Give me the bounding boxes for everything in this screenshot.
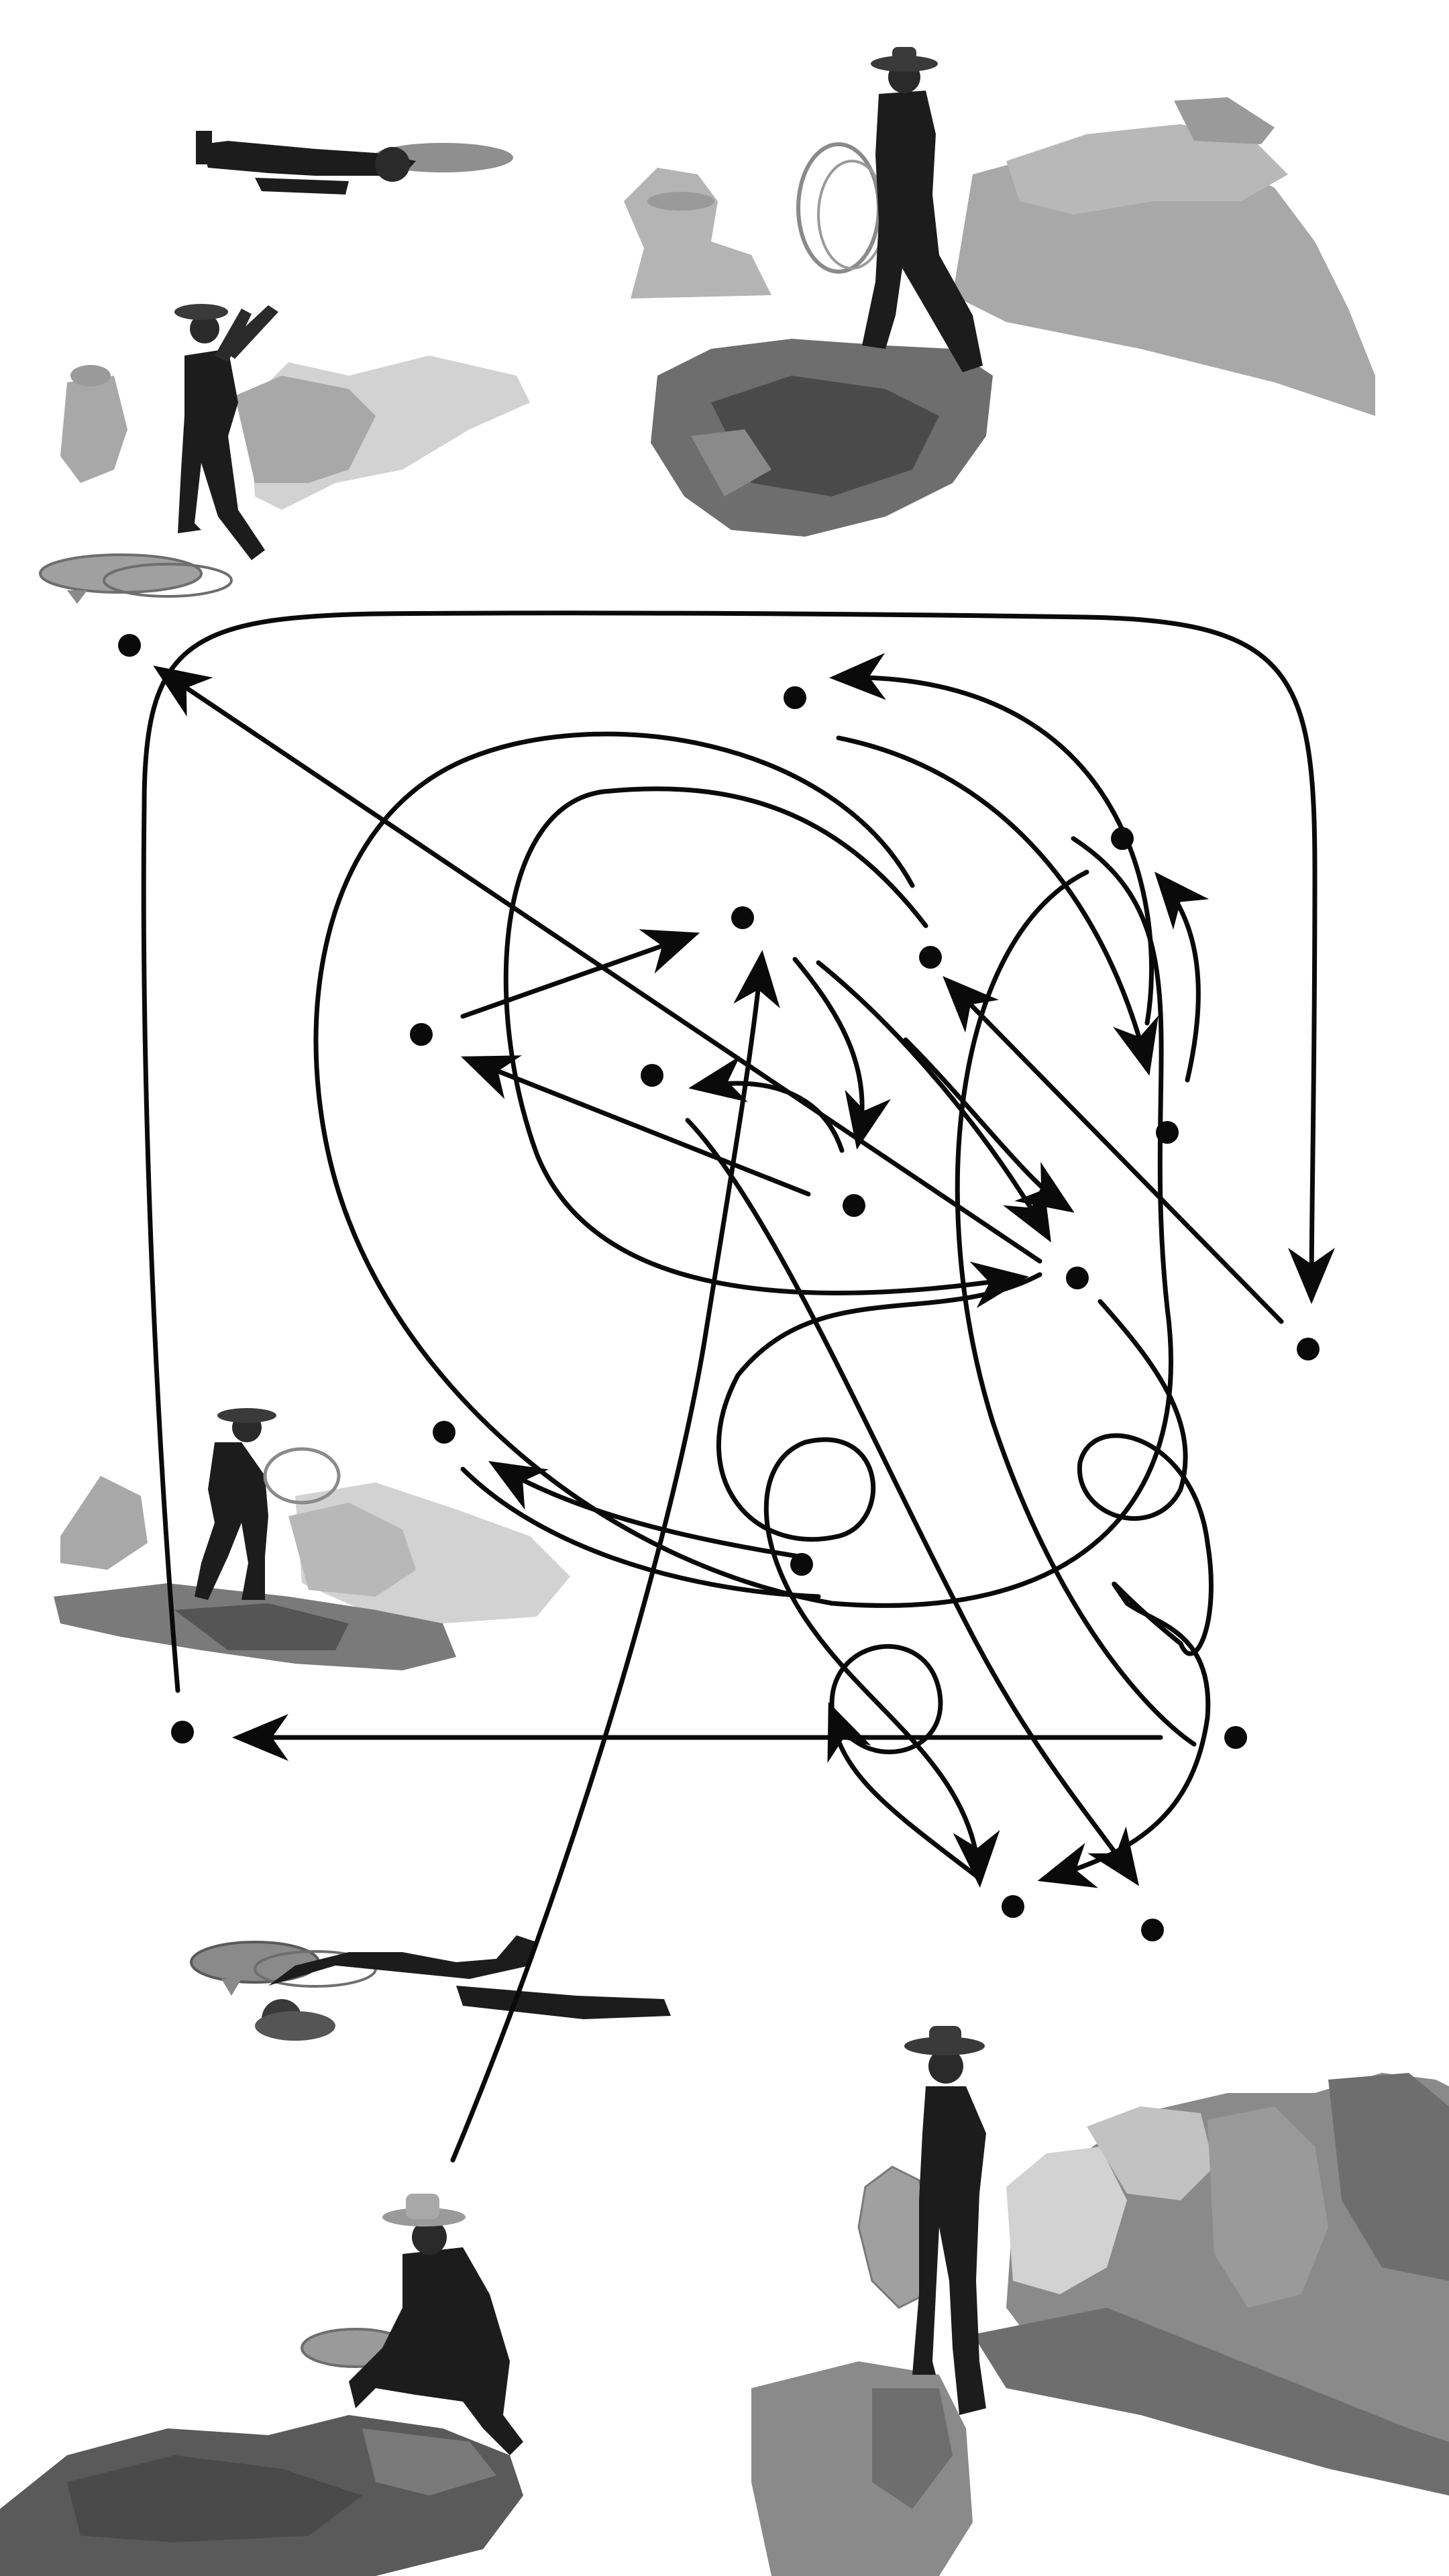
node (731, 906, 754, 929)
path-right-diag-up (943, 976, 1284, 1324)
path-top-arc-2 (836, 735, 1159, 1076)
node (1141, 1919, 1164, 1941)
node (171, 1721, 194, 1743)
nodes (118, 634, 1320, 1941)
path-center-to-bottom-right (685, 1118, 1140, 1886)
node (843, 1194, 865, 1217)
path-center-down-2 (816, 960, 1051, 1243)
node (433, 1421, 455, 1444)
node (1111, 827, 1134, 850)
node (641, 1064, 663, 1087)
node (118, 634, 141, 657)
diving-figure-icon (190, 1935, 671, 2041)
crouching-figure-icon (0, 2194, 523, 2576)
path-lower-loop-mid (827, 1644, 982, 1881)
lying-figure-icon (196, 131, 513, 195)
path-frame-loop (141, 610, 1336, 1693)
node (1297, 1338, 1320, 1360)
overhead-throw-figure-icon (39, 304, 530, 604)
path-center-loop (688, 1055, 845, 1153)
path-center-down-3 (903, 1037, 1075, 1213)
standing-lasso-figure-icon (624, 47, 1375, 537)
path-top-arc (829, 653, 1154, 1026)
path-lower-left-extra (460, 1466, 821, 1599)
path-lower-loop-right-1 (1077, 1299, 1214, 1656)
path-to-lower-left-node (488, 1460, 801, 1559)
path-spiral-inner (503, 786, 1029, 1308)
node (1066, 1267, 1089, 1289)
node (919, 946, 942, 969)
path-bottom-to-center (450, 950, 780, 2163)
node (784, 686, 806, 709)
node (1002, 1895, 1024, 1918)
path-short-up-right (1154, 871, 1210, 1083)
walking-lasso-figure-icon (54, 1408, 570, 1670)
node (790, 1553, 813, 1576)
path-lower-loop-left (716, 1272, 1042, 1888)
path-lower-loop-right-2 (1037, 1581, 1211, 1888)
node (410, 1023, 433, 1046)
node (1156, 1121, 1179, 1144)
node (1224, 1726, 1247, 1749)
path-spiral-outer (955, 869, 1197, 1747)
path-center-down-1 (792, 957, 892, 1150)
standing-rope-figure-icon (751, 2026, 1449, 2576)
path-left-to-top (460, 929, 700, 1019)
motion-paths (141, 610, 1336, 2163)
path-to-left-node (460, 1055, 811, 1197)
